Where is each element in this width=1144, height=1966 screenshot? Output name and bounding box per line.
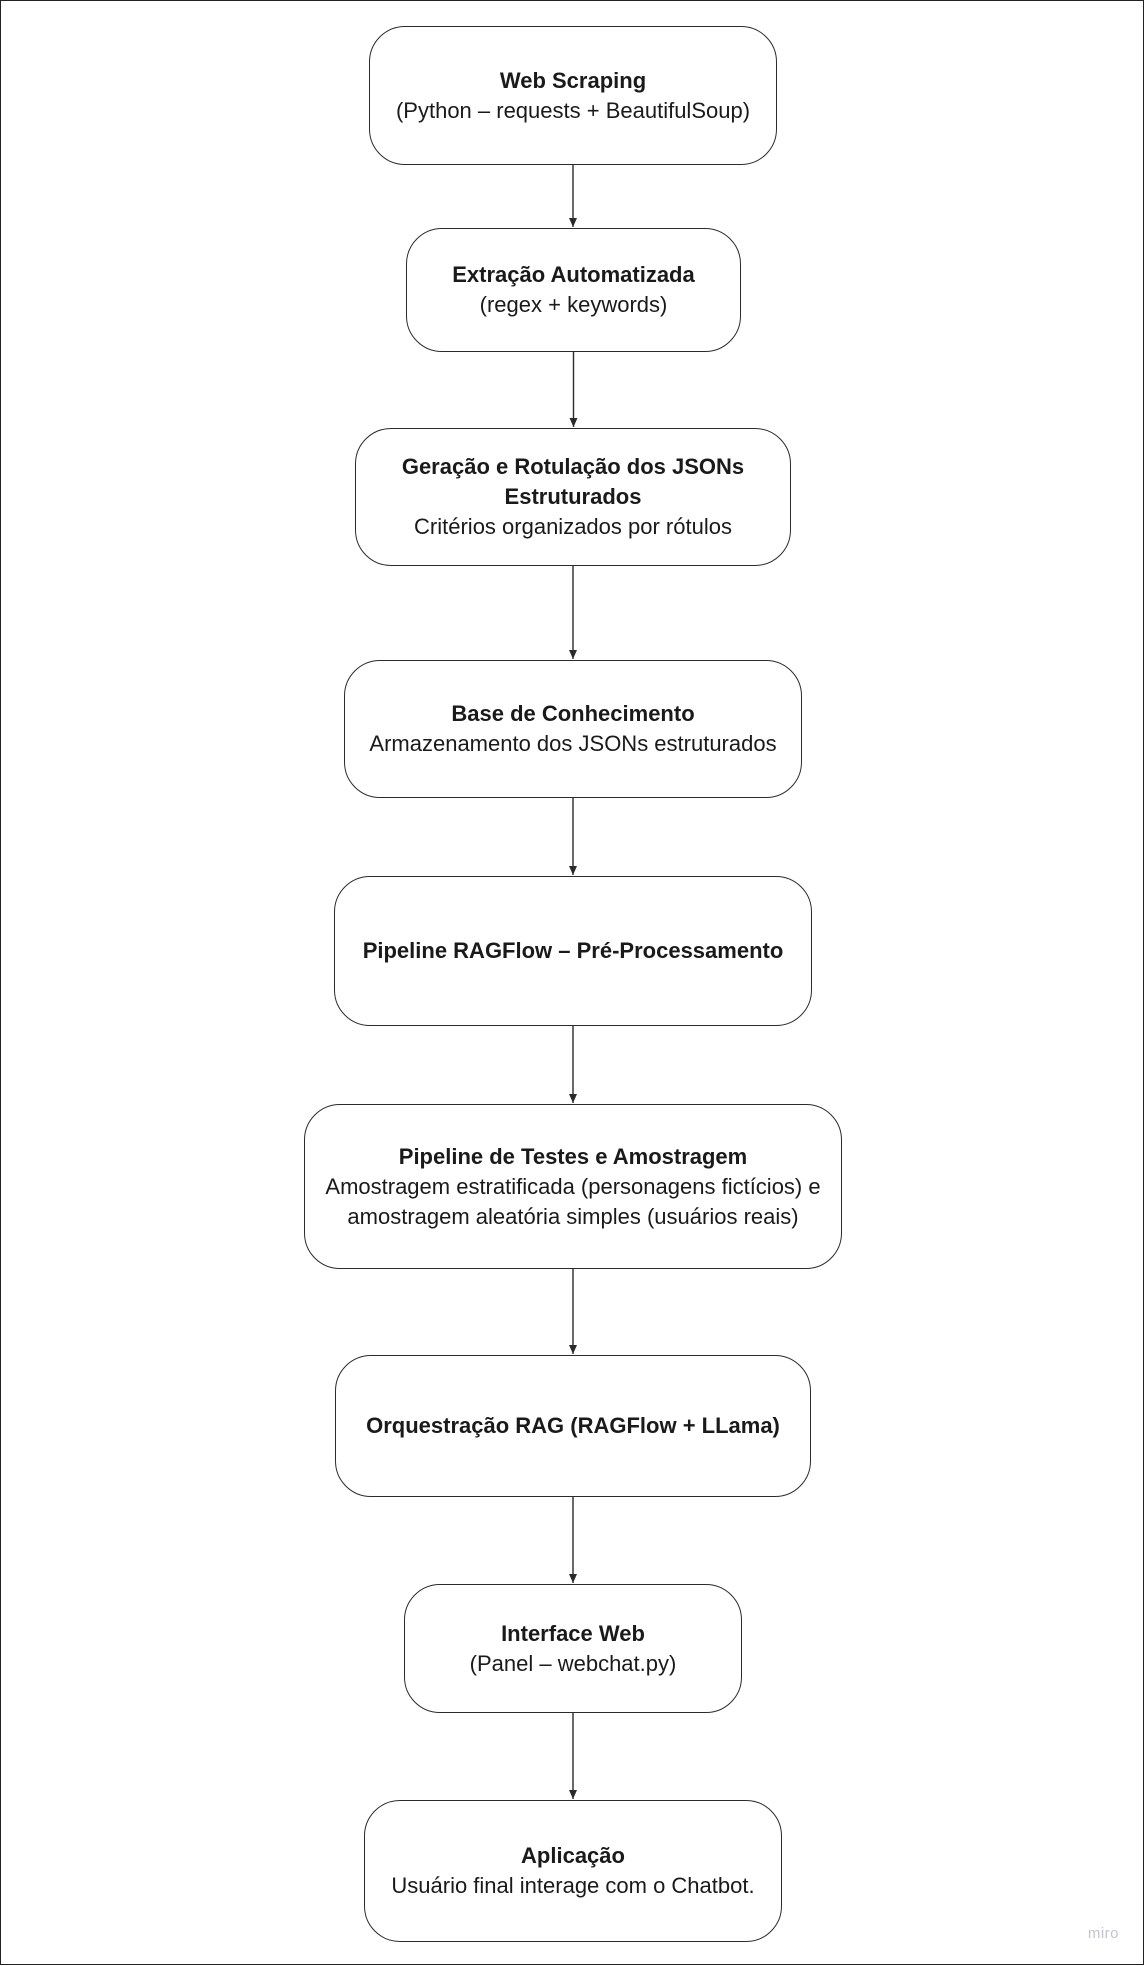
step-title: Extração Automatizada xyxy=(452,262,695,287)
step-title: Orquestração RAG (RAGFlow + LLama) xyxy=(366,1413,780,1438)
step-orquestracao-rag[interactable]: Orquestração RAG (RAGFlow + LLama) xyxy=(335,1355,811,1497)
step-title: Pipeline de Testes e Amostragem xyxy=(398,1143,748,1169)
step-aplicacao[interactable]: Aplicação Usuário final interage com o C… xyxy=(364,1800,782,1942)
step-web-scraping[interactable]: Web Scraping (Python – requests + Beauti… xyxy=(369,26,777,165)
step-description: Amostragem estratificada (personagens fi… xyxy=(325,1173,821,1229)
step-extracao-automatizada[interactable]: Extração Automatizada (regex + keywords) xyxy=(406,228,741,352)
step-title: Base de Conhecimento xyxy=(451,701,695,726)
step-title: Web Scraping xyxy=(499,67,647,93)
step-description: (Panel – webchat.py) xyxy=(469,1650,677,1676)
step-description: Usuário final interage com o Chatbot. xyxy=(391,1873,755,1898)
step-description: (regex + keywords) xyxy=(479,292,668,317)
step-description: (Python – requests + BeautifulSoup) xyxy=(395,97,751,123)
step-pipeline-ragflow-preprocessamento[interactable]: Pipeline RAGFlow – Pré-Processamento xyxy=(334,876,812,1026)
step-title: Pipeline RAGFlow – Pré-Processamento xyxy=(362,938,784,963)
step-pipeline-testes-amostragem[interactable]: Pipeline de Testes e Amostragem Amostrag… xyxy=(304,1104,842,1269)
step-base-de-conhecimento[interactable]: Base de Conhecimento Armazenamento dos J… xyxy=(344,660,802,798)
step-title: Geração e Rotulação dos JSONs Estruturad… xyxy=(401,454,745,509)
step-description: Armazenamento dos JSONs estruturados xyxy=(369,731,777,756)
step-title: Aplicação xyxy=(521,1843,625,1868)
miro-watermark: miro xyxy=(1087,1925,1119,1942)
step-title: Interface Web xyxy=(501,1620,645,1646)
step-interface-web[interactable]: Interface Web (Panel – webchat.py) xyxy=(404,1584,742,1713)
step-description: Critérios organizados por rótulos xyxy=(414,514,732,539)
step-geracao-rotulacao-jsons[interactable]: Geração e Rotulação dos JSONs Estruturad… xyxy=(355,428,791,566)
